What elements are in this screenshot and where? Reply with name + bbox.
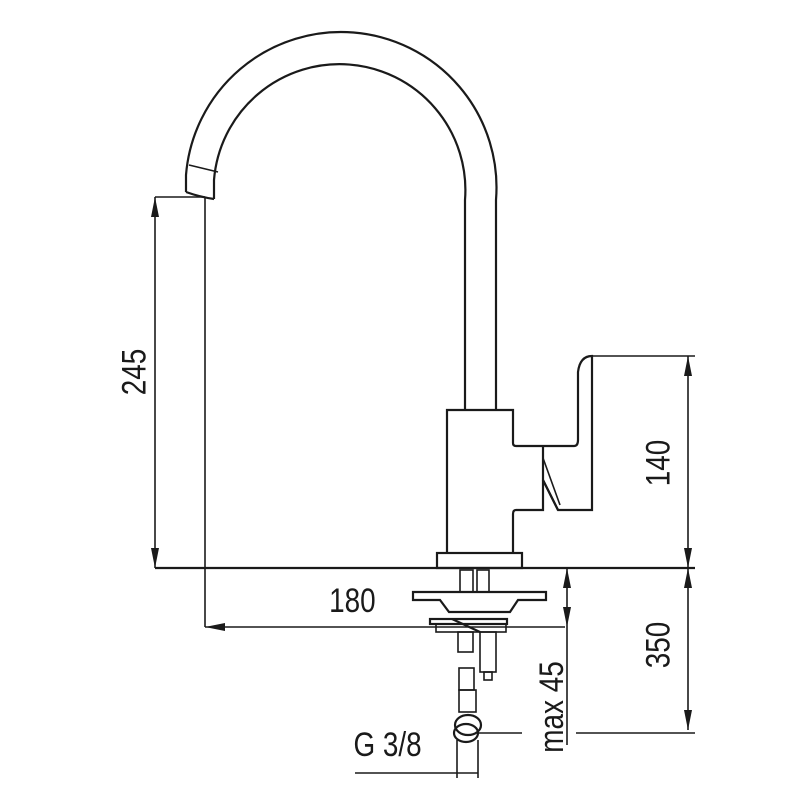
- dim-below-counter: 350: [639, 621, 678, 669]
- dimension-lines: [151, 196, 695, 778]
- mounting-hardware: [155, 566, 695, 744]
- spout: [184, 30, 498, 410]
- dim-spout-reach: 180: [329, 582, 376, 620]
- dim-max-thickness: max 45: [532, 661, 571, 753]
- dim-connection: G 3/8: [353, 726, 422, 764]
- dim-handle-height: 140: [639, 439, 678, 487]
- dim-spout-height: 245: [115, 348, 154, 396]
- faucet-body: [435, 354, 594, 570]
